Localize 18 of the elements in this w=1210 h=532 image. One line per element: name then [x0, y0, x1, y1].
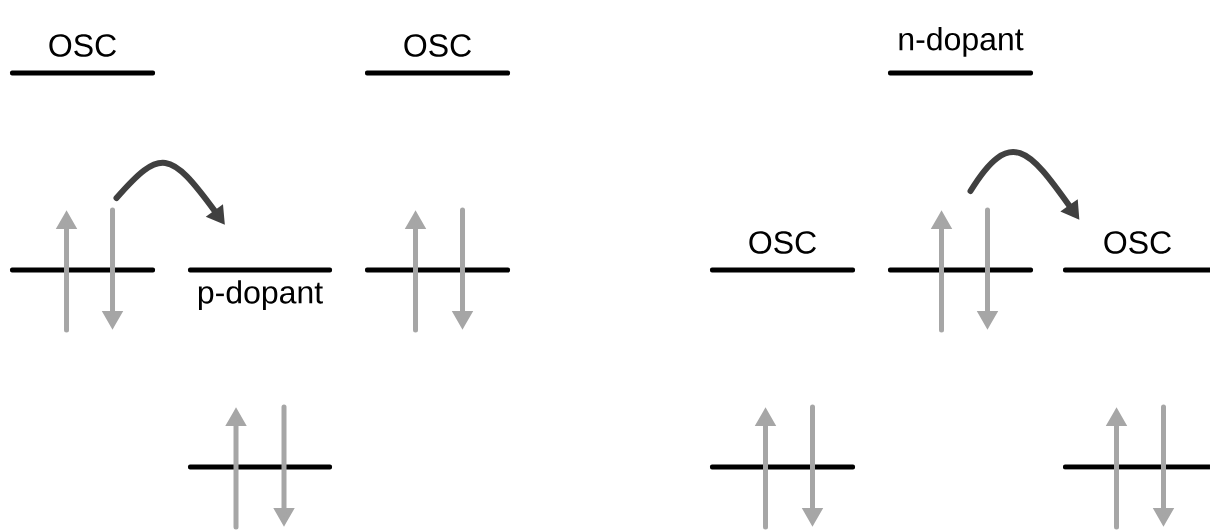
energy-level-with-spins — [365, 207, 510, 333]
level-label: OSC — [749, 231, 816, 254]
energy-level-with-spins — [1063, 404, 1210, 530]
level-label: p-dopant — [198, 280, 323, 310]
level-label: OSC — [49, 34, 116, 57]
energy-level — [888, 26, 1033, 76]
energy-level — [365, 34, 510, 76]
energy-level-with-spins — [10, 207, 155, 333]
energy-level-with-spins — [710, 404, 855, 530]
level-label: n-dopant — [899, 26, 1024, 57]
level-label: OSC — [1104, 231, 1171, 254]
energy-level — [10, 34, 155, 76]
energy-level — [710, 231, 855, 273]
energy-level — [1063, 231, 1210, 273]
energy-level — [188, 267, 332, 310]
energy-level-with-spins — [888, 207, 1033, 333]
level-label: OSC — [404, 34, 471, 57]
energy-level-with-spins — [188, 404, 332, 530]
